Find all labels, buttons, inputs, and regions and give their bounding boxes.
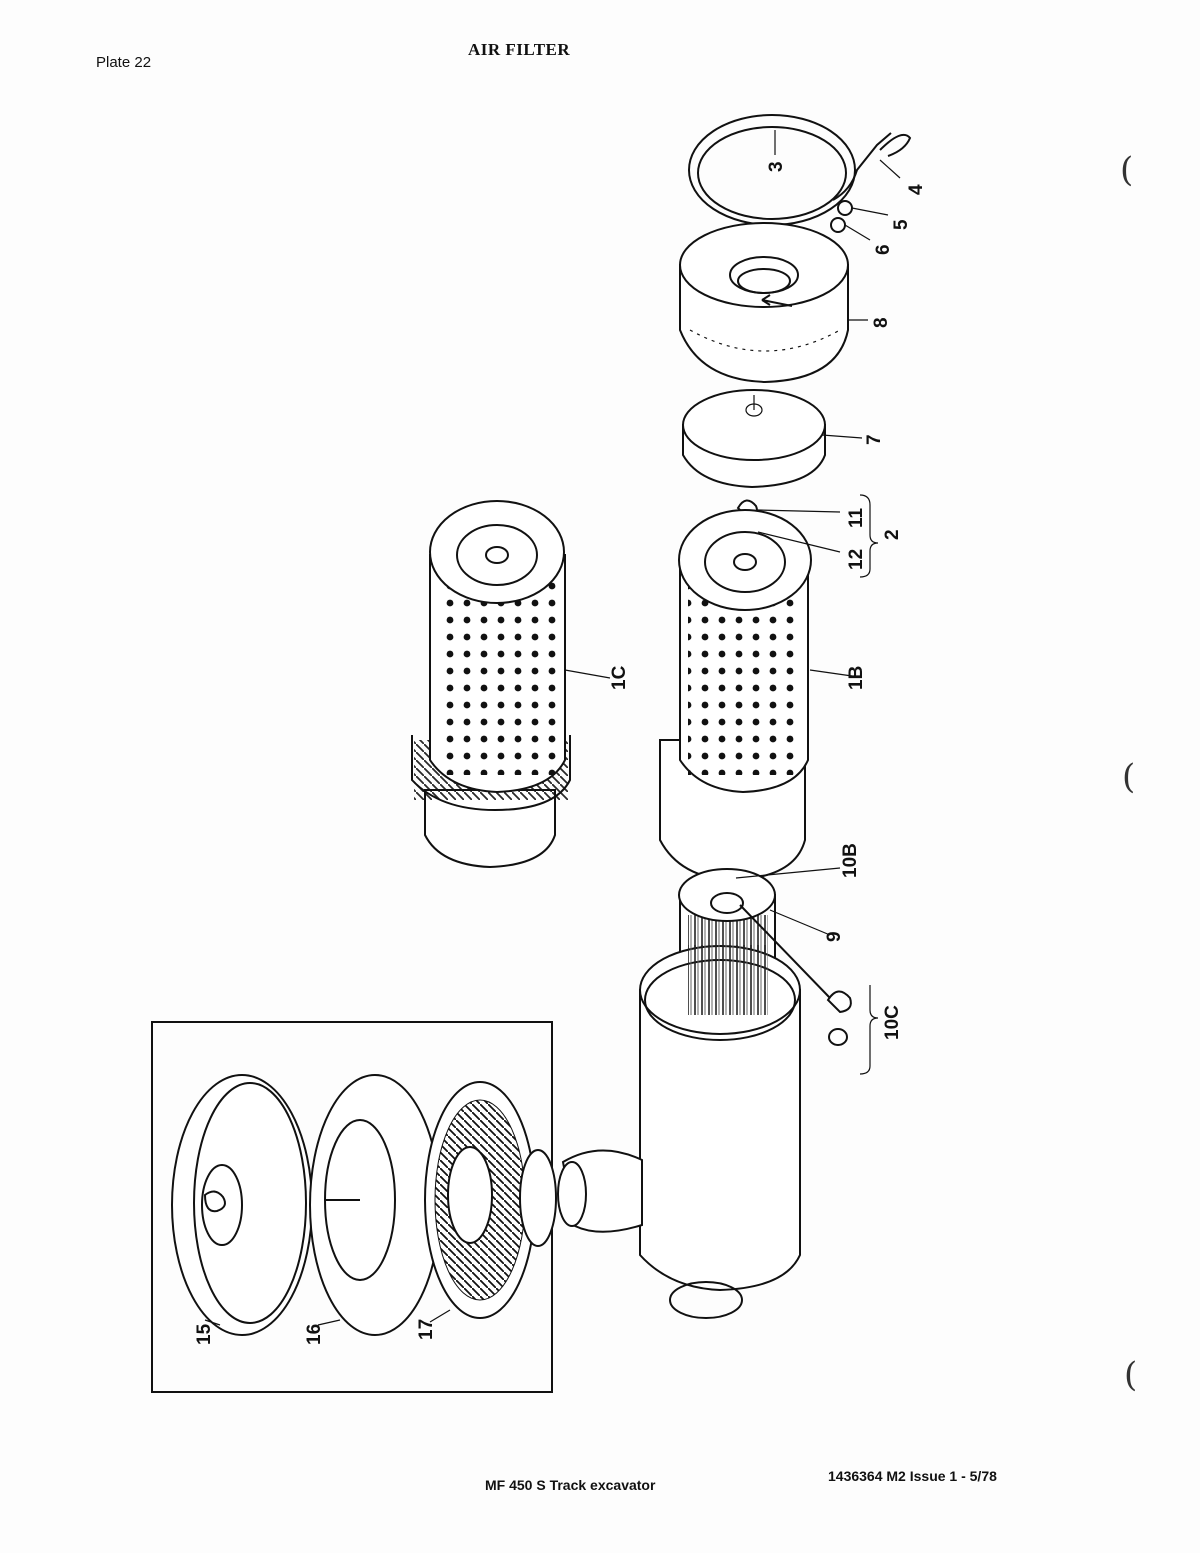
- label-8: 8: [871, 317, 892, 328]
- leader-lines: [204, 130, 901, 1326]
- label-5: 5: [891, 219, 912, 230]
- wing-nut-10c: [826, 990, 852, 1046]
- label-6: 6: [873, 244, 894, 255]
- page-title: AIR FILTER: [468, 40, 571, 59]
- label-3: 3: [766, 161, 787, 172]
- label-12: 12: [846, 549, 867, 570]
- punch-hole-mark: (: [1122, 757, 1136, 797]
- label-7: 7: [864, 434, 885, 445]
- machine-model: MF 450 S Track excavator: [485, 1477, 656, 1493]
- punch-hole-mark: (: [1120, 150, 1134, 190]
- precleaner-cap: [679, 222, 849, 384]
- part-labels: 3 4 5 6 8 7 11 12 2 1C 1B 10B 9 10C 15 1…: [194, 161, 927, 1345]
- label-11: 11: [846, 507, 867, 528]
- label-10c: 10C: [882, 1005, 903, 1040]
- precleaner-bowl: [171, 1074, 313, 1336]
- document-reference: 1436364 M2 Issue 1 - 5/78: [828, 1468, 997, 1484]
- label-16: 16: [304, 1324, 325, 1345]
- inner-baffle: [682, 389, 826, 489]
- label-2: 2: [882, 529, 903, 540]
- vane-assembly: [424, 1081, 557, 1319]
- punch-hole-mark: (: [1124, 1355, 1138, 1395]
- filter-element-1c: [411, 500, 571, 869]
- label-15: 15: [194, 1323, 215, 1345]
- label-1b: 1B: [846, 666, 867, 690]
- filter-element-1b: [659, 509, 812, 882]
- label-17: 17: [416, 1319, 437, 1340]
- plate-number: Plate 22: [96, 54, 152, 71]
- filter-housing: [557, 945, 801, 1319]
- label-1c: 1C: [609, 665, 630, 690]
- label-4: 4: [906, 184, 927, 195]
- dust-cup: [309, 1074, 441, 1336]
- label-9: 9: [824, 931, 845, 942]
- cap-band: [688, 114, 912, 233]
- label-10b: 10B: [840, 843, 861, 878]
